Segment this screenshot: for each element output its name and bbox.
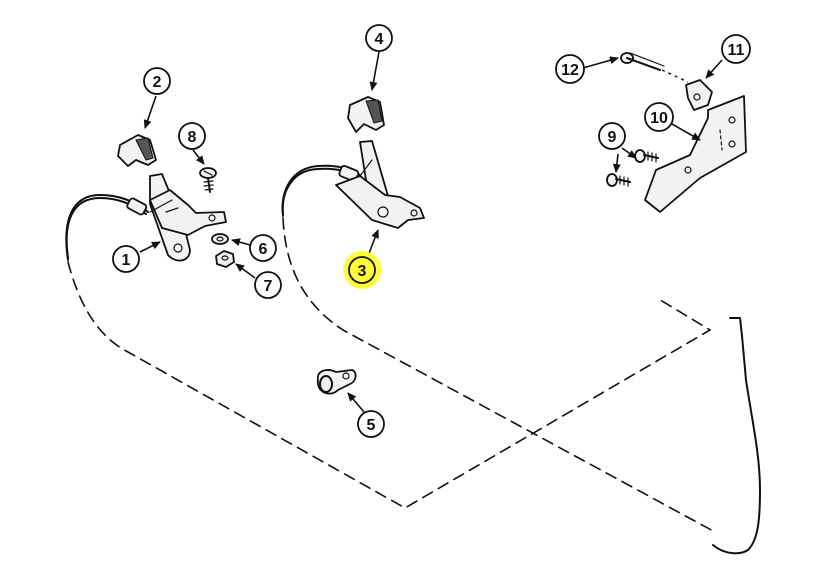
pin-part-12 [620, 52, 689, 83]
bolts-part-9 [606, 149, 659, 187]
callout-6-label: 6 [259, 241, 268, 258]
callout-4: 4 [365, 24, 393, 52]
callout-10-label: 10 [650, 110, 668, 127]
cap-part-2 [117, 134, 157, 167]
callout-11: 11 [721, 34, 751, 64]
callout-5: 5 [357, 410, 385, 438]
cable-routing-dashed [67, 217, 716, 533]
callout-3: 3 [343, 251, 381, 289]
callout-11-label: 11 [728, 42, 745, 59]
callout-10: 10 [644, 102, 674, 132]
lever-assembly-part-3 [281, 140, 425, 229]
nut-part-7 [215, 250, 235, 268]
clamp-part-5 [316, 369, 357, 395]
callout-2-label: 2 [153, 74, 162, 91]
throttle-cable [712, 317, 761, 555]
callout-12-label: 12 [561, 62, 579, 79]
callout-12: 12 [555, 54, 585, 84]
callout-2: 2 [143, 67, 171, 95]
lever-assembly-part-1 [65, 173, 227, 262]
callout-7: 7 [254, 271, 282, 299]
callout-1: 1 [112, 245, 140, 273]
clip-part-11 [685, 79, 713, 111]
leader-lines [139, 51, 723, 413]
washer-part-6 [211, 233, 229, 245]
callout-8: 8 [178, 122, 206, 150]
screw-part-8 [199, 167, 217, 193]
callout-9-label: 9 [608, 129, 617, 146]
callout-8-label: 8 [188, 129, 197, 146]
callout-4-label: 4 [375, 31, 384, 48]
callout-7-label: 7 [264, 278, 273, 295]
callout-3-label: 3 [358, 263, 367, 280]
callout-9: 9 [598, 122, 626, 150]
callout-1-label: 1 [122, 252, 131, 269]
callout-5-label: 5 [367, 417, 376, 434]
cap-part-4 [347, 96, 385, 133]
callout-6: 6 [249, 234, 277, 262]
